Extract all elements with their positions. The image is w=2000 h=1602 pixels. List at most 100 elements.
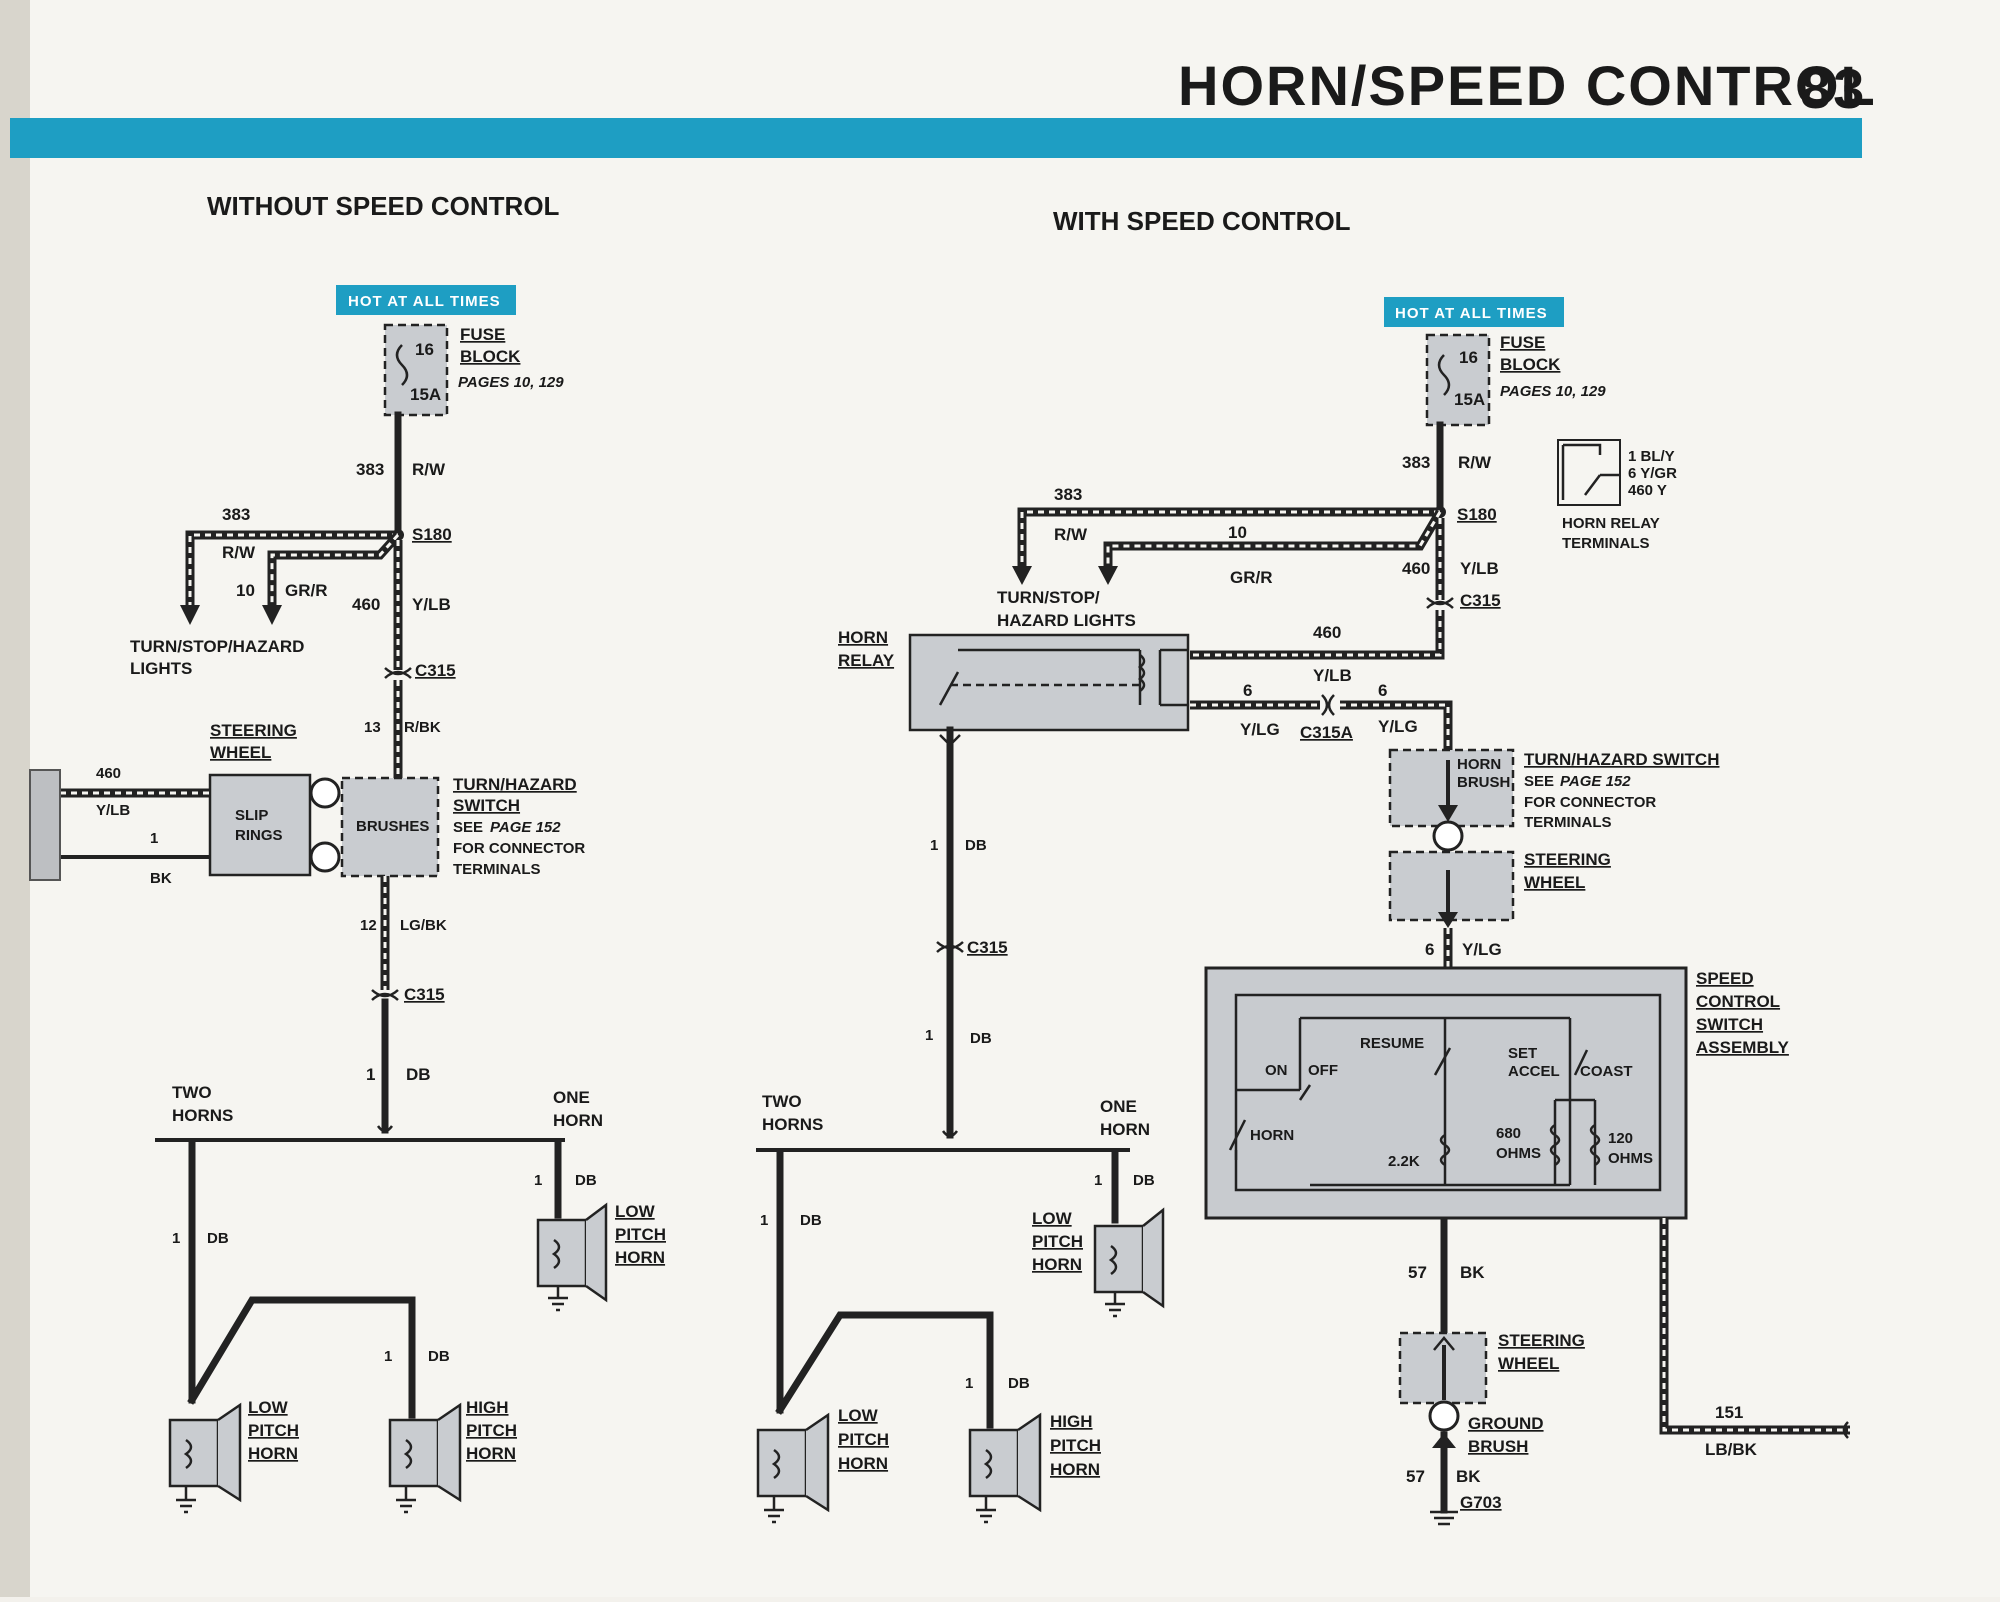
horn-coil-icon [771, 1448, 781, 1480]
connector-ref-2: TERMINALS [1524, 814, 1612, 831]
wire-number: 6 [1378, 681, 1387, 700]
wire-color: DB [575, 1172, 597, 1189]
low-pitch-label: LOW [838, 1406, 879, 1425]
fuse-icon [395, 344, 409, 386]
horn-brush-label: HORN [1457, 756, 1501, 773]
one-horn-label-2: HORN [553, 1111, 603, 1130]
high-pitch-label-2: PITCH [1050, 1436, 1101, 1455]
wire-number: 10 [1228, 523, 1247, 542]
one-horn-label: ONE [553, 1088, 590, 1107]
speed-control-label: SPEED [1696, 969, 1754, 988]
low-pitch-label: LOW [1032, 1209, 1073, 1228]
hot-badge [336, 285, 516, 315]
speed-control-label-2: CONTROL [1696, 992, 1780, 1011]
wire-color: LB/BK [1705, 1440, 1758, 1459]
low-pitch-horn-left [168, 1418, 220, 1488]
two-horns-label-2: HORNS [762, 1115, 823, 1134]
page-title: HORN/SPEED CONTROL [1178, 54, 1877, 117]
page-number: 83 [1800, 57, 1866, 120]
wire-color: DB [965, 837, 987, 854]
steering-wheel-label-2: WHEEL [210, 743, 271, 762]
steering-wheel-label-2: WHEEL [1524, 873, 1585, 892]
see-page: PAGE 152 [490, 819, 561, 836]
wire-number: 12 [360, 917, 377, 934]
coast-label: COAST [1580, 1063, 1633, 1080]
high-pitch-label: HIGH [1050, 1412, 1093, 1431]
ground-icon [396, 1486, 416, 1514]
wire-color: Y/LB [412, 595, 451, 614]
wire-color: BK [1460, 1263, 1485, 1282]
connector-c315 [371, 989, 399, 1001]
fuse-label: FUSE [460, 325, 505, 344]
low-pitch-label-2: PITCH [615, 1225, 666, 1244]
connector-c315 [1426, 597, 1454, 609]
steering-wheel-label-2: WHEEL [1498, 1354, 1559, 1373]
relay-terminals-label-2: TERMINALS [1562, 535, 1650, 552]
fuse-icon [1437, 354, 1451, 396]
fuse-label: FUSE [1500, 333, 1545, 352]
low-pitch-label: LOW [615, 1202, 656, 1221]
low-pitch-label-3: HORN [248, 1444, 298, 1463]
wire-color: BK [1456, 1467, 1481, 1486]
low-pitch-label-2: PITCH [838, 1430, 889, 1449]
steering-wheel-right [1388, 850, 1515, 922]
low-pitch-label-3: HORN [838, 1454, 888, 1473]
wire-color: R/W [412, 460, 446, 479]
connector-label: C315 [415, 661, 456, 680]
connector-label: C315 [404, 985, 445, 1004]
wire-color: R/BK [404, 719, 441, 736]
hot-label: HOT AT ALL TIMES [1395, 305, 1548, 322]
wire-number: 6 [1425, 940, 1434, 959]
connector-ref-2: TERMINALS [453, 861, 541, 878]
ground-icon [1430, 1510, 1458, 1526]
ground-icon [176, 1486, 196, 1514]
wire-number: 1 [172, 1230, 180, 1247]
low-pitch-label-3: HORN [1032, 1255, 1082, 1274]
relay-coil-icon [1137, 654, 1146, 692]
connector-c315a [1321, 694, 1335, 716]
high-pitch-label-2: PITCH [466, 1421, 517, 1440]
hot-badge [1384, 297, 1564, 327]
relay-terminal-icon [1561, 443, 1620, 500]
ground-brush-label-2: BRUSH [1468, 1437, 1528, 1456]
fuse-label-2: BLOCK [460, 347, 521, 366]
coast-switch-icon [1573, 1049, 1589, 1076]
hot-label: HOT AT ALL TIMES [348, 293, 501, 310]
speed-control-label-3: SWITCH [1696, 1015, 1763, 1034]
high-pitch-label-3: HORN [466, 1444, 516, 1463]
wire-number: 460 [352, 595, 380, 614]
slip-rings [208, 773, 312, 877]
horn-coil-icon [1108, 1244, 1118, 1276]
turn-stop-hazard-label: TURN/STOP/HAZARD [130, 637, 304, 656]
high-pitch-label-3: HORN [1050, 1460, 1100, 1479]
turn-stop-hazard-label-2: HAZARD LIGHTS [997, 611, 1136, 630]
ground-icon [1105, 1292, 1125, 1318]
horn-coil-icon [551, 1238, 561, 1270]
ground-icon [764, 1496, 784, 1524]
wire-10-branch-right [1103, 509, 1444, 570]
wire-number: 10 [236, 581, 255, 600]
accel-label: ACCEL [1508, 1063, 1560, 1080]
off-label: OFF [1308, 1062, 1338, 1079]
wire-number: 383 [1054, 485, 1082, 504]
steering-wheel-label: STEERING [210, 721, 297, 740]
splice-label: S180 [412, 525, 452, 544]
two-horns-label: TWO [762, 1092, 802, 1111]
splice-label: S180 [1457, 505, 1497, 524]
low-pitch-label: LOW [248, 1398, 289, 1417]
fuse-block-left [383, 323, 449, 417]
ground-brush [1428, 1400, 1460, 1432]
wire-number: 460 [1313, 623, 1341, 642]
low-pitch-horn-right [756, 1428, 808, 1498]
horn-coil-icon [183, 1438, 193, 1470]
on-label: ON [1265, 1062, 1288, 1079]
high-pitch-horn-left [388, 1418, 440, 1488]
ground-icon [548, 1286, 568, 1312]
wire-color: DB [1008, 1375, 1030, 1392]
wire-color: Y/LG [1462, 940, 1502, 959]
set-label: SET [1508, 1045, 1537, 1062]
two-horns-label: TWO [172, 1083, 212, 1102]
wire-color: DB [1133, 1172, 1155, 1189]
wire-151 [1659, 1218, 1850, 1435]
wire-color: GR/R [1230, 568, 1273, 587]
